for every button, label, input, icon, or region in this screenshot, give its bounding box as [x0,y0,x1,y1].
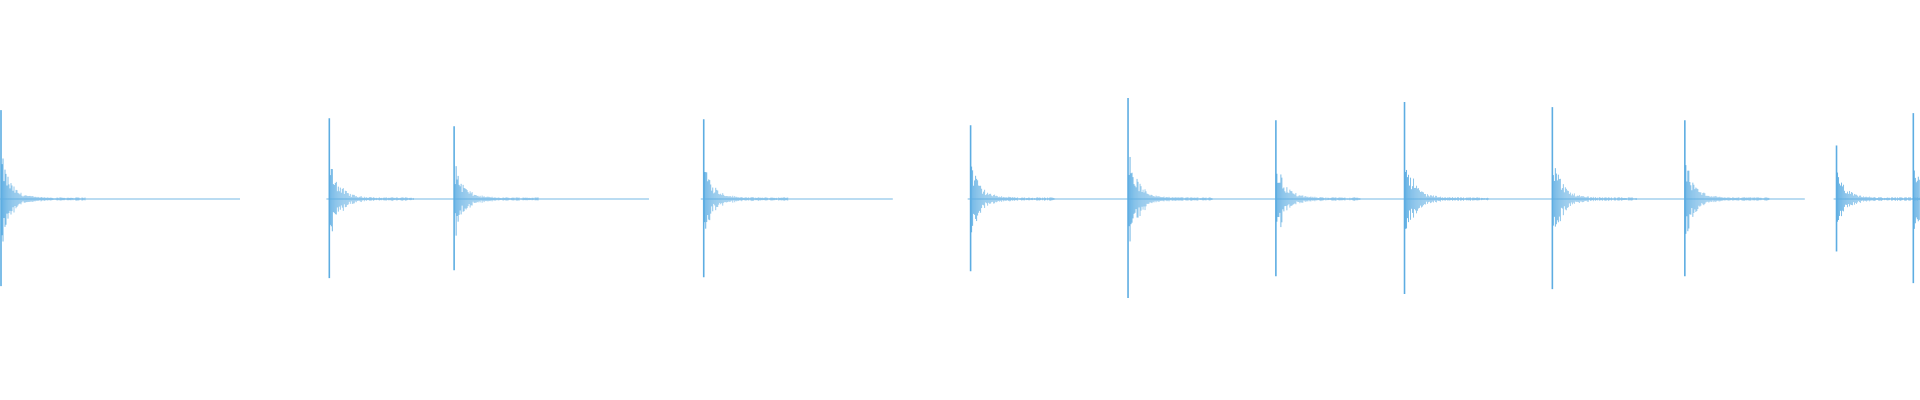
transient-11 [1835,145,1920,252]
transient-10 [1684,120,1770,277]
transient-5 [969,125,1056,272]
transient-12 [1912,113,1920,284]
transient-8 [1403,102,1490,295]
transient-1 [0,110,86,287]
transient-4 [702,119,789,278]
transient-3 [453,126,539,271]
transient-9 [1551,107,1637,290]
transient-6 [1127,98,1213,298]
transient-7 [1275,120,1361,277]
transient-2 [328,118,414,279]
waveform-transients [0,98,1920,298]
